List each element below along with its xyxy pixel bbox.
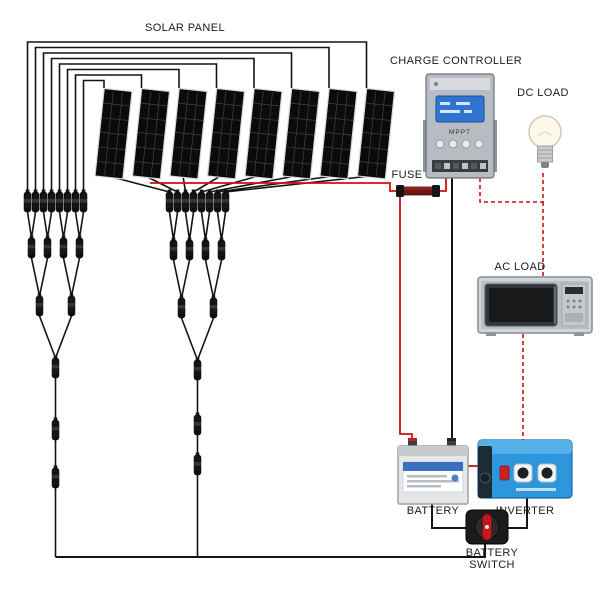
label-charge-controller: CHARGE CONTROLLER [390,55,522,67]
controller-button [461,139,471,149]
solar-panel-array [94,87,396,180]
mc4-connector [71,189,80,213]
mc4-connector [55,189,64,213]
mc4-connector [43,235,52,259]
mc4-connector [67,293,76,317]
y-branch-tree-middle [165,189,230,557]
mc4-connector [209,295,218,319]
mc4-connector [193,452,202,476]
y-branch-wires [26,211,85,557]
mc4-connector [35,293,44,317]
solar-panel [131,87,171,180]
charge-controller: MPPT [423,73,497,179]
wire-fuse-to-controller [440,178,447,192]
mc4-connector [185,237,194,261]
mc4-connector [39,189,48,213]
mc4-connector [75,235,84,259]
controller-screen [435,95,485,123]
mc4-connector [181,189,190,213]
ac-load-microwave [477,276,593,336]
inverter-power-switch [499,465,510,481]
y-branch-wires [168,211,227,557]
solar-panel [169,87,208,180]
label-battery: BATTERY [407,505,460,517]
battery [397,438,469,505]
controller-mode-label: MPPT [449,129,471,136]
wires-panel-bottom-positive [107,175,371,193]
solar-panel [244,87,283,180]
mc4-connector [47,189,56,213]
controller-button [474,139,484,149]
controller-button [435,139,445,149]
mc4-connector [173,189,182,213]
solar-panel [206,87,246,180]
solar-panel [94,87,133,180]
controller-button [448,139,458,149]
mc4-connector [197,189,206,213]
mc4-connector [221,189,230,213]
mc4-connector [165,189,174,213]
mc4-connector [169,237,178,261]
mc4-connector [63,189,72,213]
mc4-connector [177,295,186,319]
label-solar-panel: SOLAR PANEL [145,22,225,34]
mc4-connector [51,355,60,379]
solar-panel [281,87,321,180]
y-branch-tree-left [23,189,88,557]
solar-panel [319,87,358,180]
wires-panel-top-negative [26,41,368,192]
mc4-connector [51,417,60,441]
mc4-connector [27,235,36,259]
mc4-connector [193,412,202,436]
mc4-connector [189,189,198,213]
battery-switch [465,509,509,545]
label-dc-load: DC LOAD [517,87,569,99]
wire-switch-to-inverter [508,498,528,529]
mc4-connector [193,357,202,381]
label-battery-switch-line1: BATTERY [466,547,519,559]
mc4-connector [79,189,88,213]
mc4-connector [205,189,214,213]
label-inverter: INVERTER [496,505,555,517]
mc4-connector [213,189,222,213]
wire-pv-positive-to-fuse [150,182,396,192]
solar-panel [356,87,396,180]
label-fuse: FUSE [392,169,423,181]
mc4-connector [59,235,68,259]
mc4-connector [217,237,226,261]
wire-fuse-to-battery-pos [399,197,413,438]
wire-array-bottom-run [55,544,486,558]
wire-battery-to-switch [431,504,466,529]
mc4-connector [31,189,40,213]
label-ac-load: AC LOAD [494,261,545,273]
mc4-connector [201,237,210,261]
mc4-connector [51,465,60,489]
mc4-connector [23,189,32,213]
fuse [396,185,440,197]
label-battery-switch-line2: SWITCH [469,559,515,571]
inverter [477,439,573,499]
dc-load-bulb [528,115,562,168]
